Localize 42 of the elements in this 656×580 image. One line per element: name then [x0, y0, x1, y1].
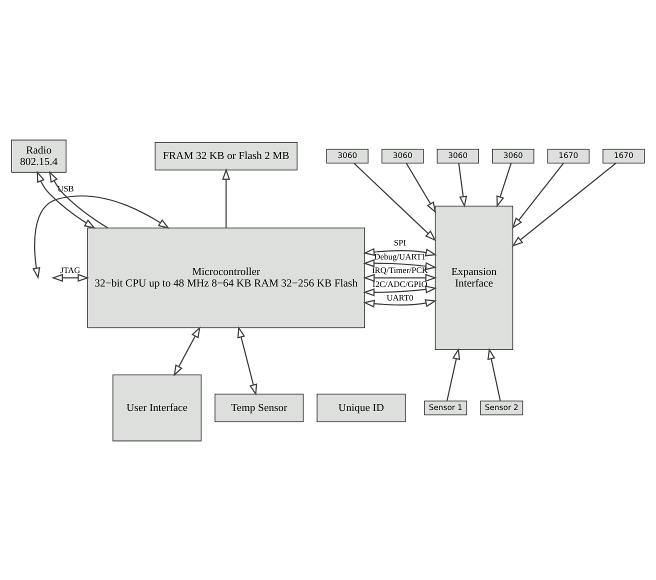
arrow — [363, 298, 437, 308]
arrow — [36, 170, 96, 228]
node-box: Expansion Interface — [434, 205, 514, 350]
edge-label: IRQ/Timer/PCK — [372, 264, 428, 275]
node-box: Sensor 2 — [480, 400, 524, 415]
arrow — [487, 347, 501, 400]
arrow — [512, 162, 564, 228]
edge-label: UART0 — [386, 292, 414, 302]
node-box: 3060 — [326, 148, 368, 163]
edge-label: I2C/ADC/GPIO — [372, 278, 428, 288]
node-box: 1670 — [547, 148, 590, 163]
arrow — [354, 162, 436, 241]
node-box: Sensor 1 — [424, 400, 468, 415]
node-box: 3060 — [436, 148, 479, 163]
edge-label: USB — [57, 182, 74, 193]
node-box: Microcontroller 32−bit CPU up to 48 MHz 8−64 KB RAM 32−256 KB Flash — [87, 227, 366, 328]
node-box: 3060 — [382, 148, 424, 163]
arrow — [362, 258, 437, 270]
arrow — [363, 273, 437, 282]
node-box: 1670 — [602, 148, 645, 163]
arrow — [458, 162, 468, 208]
arrow — [222, 168, 230, 228]
arrow — [237, 326, 258, 396]
arrow — [362, 284, 438, 296]
arrow — [406, 162, 436, 213]
node-box: 3060 — [492, 148, 534, 163]
arrow — [512, 162, 616, 246]
node-box: User Interface — [112, 374, 202, 441]
arrow — [496, 162, 512, 208]
edge-label: JTAG — [60, 264, 80, 275]
arrow — [174, 326, 200, 376]
node-box: FRAM 32 KB or Flash 2 MB — [154, 142, 298, 170]
arrow — [48, 170, 108, 228]
arrow — [363, 247, 437, 256]
arrow — [32, 194, 170, 279]
node-box: Radio 802.15.4 — [11, 139, 66, 172]
node-box: Temp Sensor — [214, 393, 304, 422]
edge-label: SPI — [394, 236, 406, 247]
arrow — [446, 347, 460, 400]
edge-label: Debug/UART1 — [374, 250, 426, 261]
arrow — [51, 273, 90, 282]
node-box: Unique ID — [316, 393, 406, 422]
